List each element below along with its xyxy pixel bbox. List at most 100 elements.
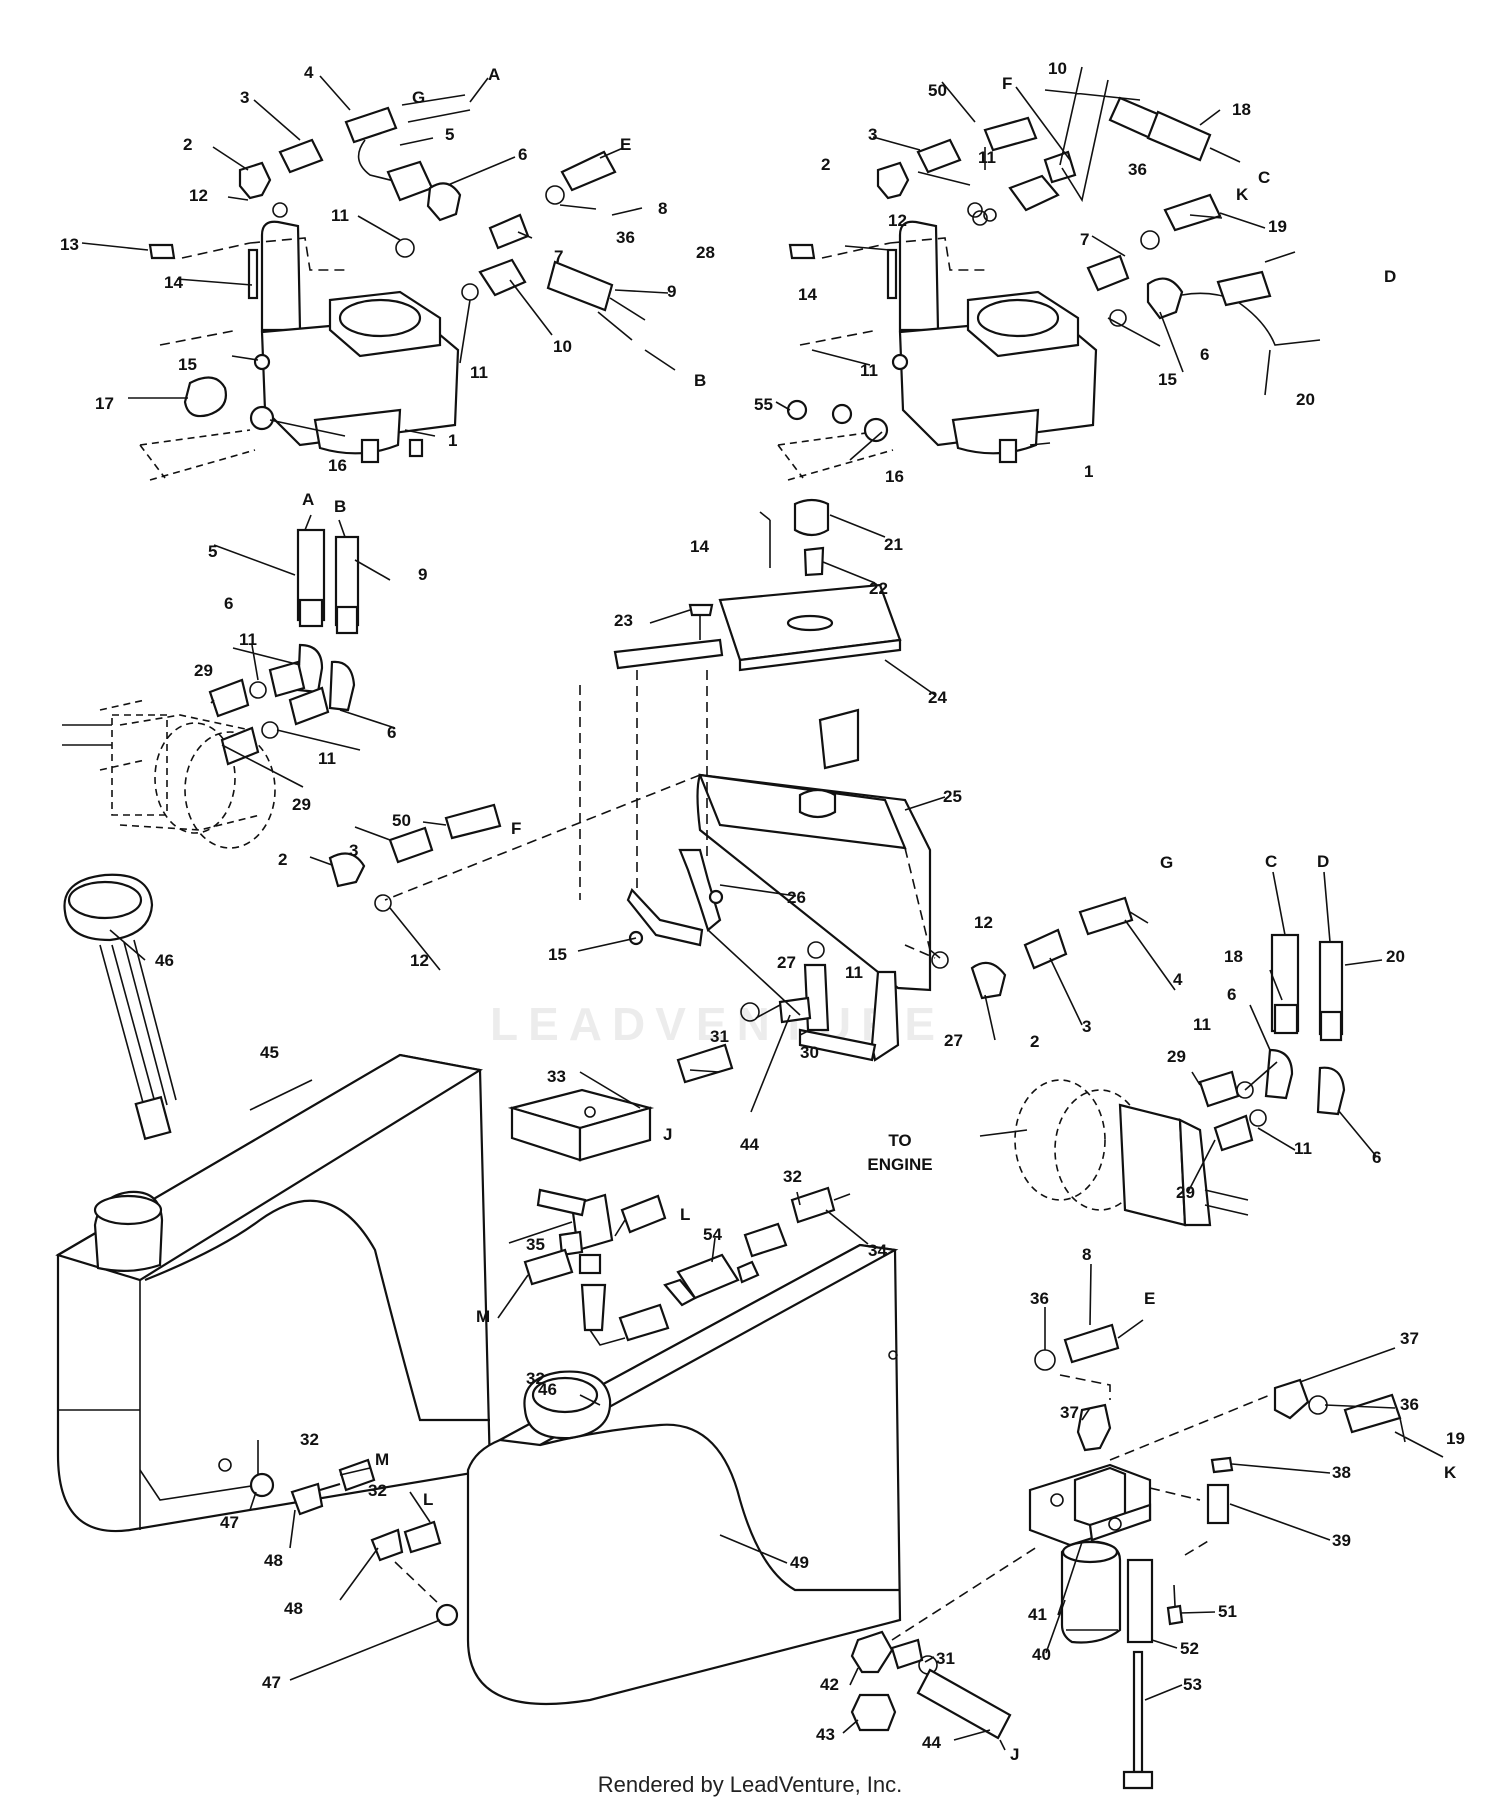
callout-label: 48 <box>264 1551 283 1570</box>
callout-label: 4 <box>304 63 314 82</box>
callout-label: 5 <box>208 542 217 561</box>
callout-label: 28 <box>696 243 715 262</box>
left-hydraulic-motor <box>62 528 360 849</box>
callout-label: 31 <box>710 1027 729 1046</box>
callout-label: 24 <box>928 688 947 707</box>
callout-label: 15 <box>1158 370 1177 389</box>
callout-label: 48 <box>284 1599 303 1618</box>
left-pump-assembly <box>139 94 646 481</box>
callout-label: 21 <box>884 535 903 554</box>
callout-label: 10 <box>553 337 572 356</box>
callout-label: 13 <box>60 235 79 254</box>
left-fitting-set <box>328 803 502 912</box>
leader-lines <box>81 66 1444 1751</box>
callout-label: K <box>1444 1463 1457 1482</box>
callout-label: 23 <box>614 611 633 630</box>
callout-label: 52 <box>1180 1639 1199 1658</box>
right-fitting-set <box>904 896 1134 1000</box>
callout-label: J <box>663 1125 672 1144</box>
callout-label: A <box>488 65 500 84</box>
callout-label: F <box>1002 74 1012 93</box>
callout-label: 11 <box>331 206 349 225</box>
callout-label: 20 <box>1386 947 1405 966</box>
callout-label: 19 <box>1446 1429 1465 1448</box>
filter-head-group <box>850 1323 1402 1790</box>
callout-label: 6 <box>224 594 233 613</box>
callout-label: 14 <box>164 273 183 292</box>
callout-label: 12 <box>888 211 907 230</box>
callout-label: L <box>423 1490 433 1509</box>
callout-label: 2 <box>1030 1032 1039 1051</box>
callout-label: 20 <box>1296 390 1315 409</box>
callout-label: 11 <box>978 148 996 167</box>
dipstick-cap <box>63 873 177 1141</box>
callout-label: 11 <box>239 630 257 649</box>
callout-label: 18 <box>1232 100 1251 119</box>
callout-label: 31 <box>936 1649 955 1668</box>
callout-label: 3 <box>1082 1017 1091 1036</box>
callout-label: 25 <box>943 787 962 806</box>
callout-label: 9 <box>418 565 427 584</box>
callout-label: M <box>476 1307 490 1326</box>
callout-label: 36 <box>1128 160 1147 179</box>
callout-label: 40 <box>1032 1645 1051 1664</box>
callout-label: 36 <box>1400 1395 1419 1414</box>
callout-label: 9 <box>667 282 676 301</box>
fuel-line-fittings <box>249 1458 459 1627</box>
callout-label: 29 <box>194 661 213 680</box>
callout-label: 47 <box>220 1513 239 1532</box>
callout-label: 14 <box>690 537 709 556</box>
callout-label: 16 <box>328 456 347 475</box>
callout-label: 32 <box>783 1167 802 1186</box>
callout-label: C <box>1265 852 1277 871</box>
valve-filter-group <box>507 1088 851 1346</box>
callout-label: E <box>620 135 631 154</box>
callout-label: C <box>1258 168 1270 187</box>
callout-label: 43 <box>816 1725 835 1744</box>
callout-label: E <box>1144 1289 1155 1308</box>
callout-label: D <box>1384 267 1396 286</box>
callout-label: B <box>694 371 706 390</box>
callout-label: 3 <box>240 88 249 107</box>
right-pump-assembly <box>777 79 1321 481</box>
callout-label: 37 <box>1060 1403 1079 1422</box>
right-hydraulic-motor <box>1014 933 1346 1227</box>
right-fuel-tank <box>466 1243 902 1706</box>
callout-label: 6 <box>1372 1148 1381 1167</box>
callout-label: 4 <box>1173 970 1183 989</box>
callout-label: 50 <box>928 81 947 100</box>
callout-label: A <box>302 490 314 509</box>
callout-label: 1 <box>448 431 457 450</box>
callout-label: 45 <box>260 1043 279 1062</box>
callout-label: 19 <box>1268 217 1287 236</box>
callout-label: 32 <box>368 1481 387 1500</box>
callout-label: D <box>1317 852 1329 871</box>
callout-label: 26 <box>787 888 806 907</box>
callout-label: 6 <box>1200 345 1209 364</box>
callout-label: 50 <box>392 811 411 830</box>
callout-label: 49 <box>790 1553 809 1572</box>
footer-credit: Rendered by LeadVenture, Inc. <box>597 1772 903 1797</box>
callout-label: 3 <box>868 125 877 144</box>
callout-label: L <box>680 1205 690 1224</box>
callout-label: K <box>1236 185 1249 204</box>
callout-label: 18 <box>1224 947 1243 966</box>
callout-label: 7 <box>1080 230 1089 249</box>
callout-label: 11 <box>845 963 863 982</box>
callout-label: 15 <box>548 945 567 964</box>
callout-label: 12 <box>410 951 429 970</box>
callout-label: M <box>375 1450 389 1469</box>
callout-label: 39 <box>1332 1531 1351 1550</box>
callout-label: 38 <box>1332 1463 1351 1482</box>
callout-label: 5 <box>445 125 454 144</box>
callout-label: 29 <box>1176 1183 1195 1202</box>
callout-label: 32 <box>526 1369 545 1388</box>
callout-label: 12 <box>189 186 208 205</box>
callout-label: 2 <box>278 850 287 869</box>
callout-label: 46 <box>155 951 174 970</box>
callout-label: 27 <box>944 1031 963 1050</box>
callout-label: 44 <box>922 1733 941 1752</box>
callout-label: F <box>511 819 521 838</box>
callout-label: 44 <box>740 1135 759 1154</box>
